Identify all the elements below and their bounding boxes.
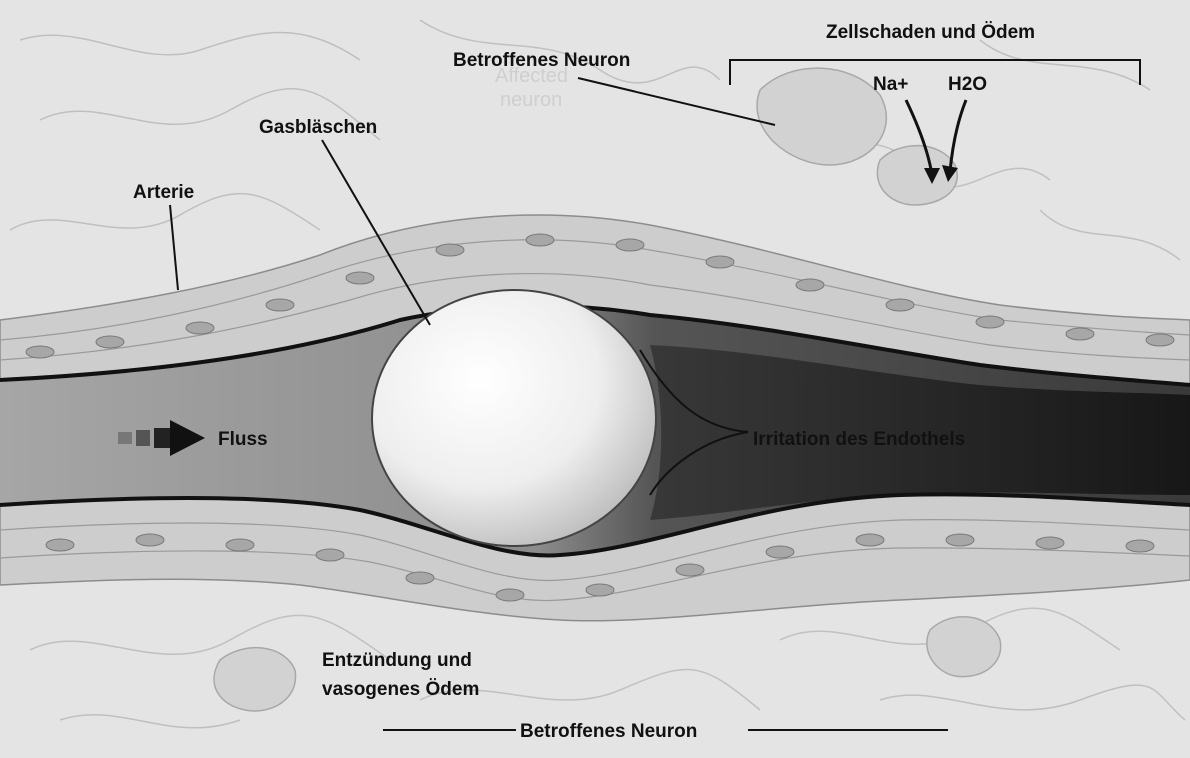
label-affected-neuron-top: Betroffenes Neuron xyxy=(453,50,630,71)
label-endothelial-irritation: Irritation des Endothels xyxy=(753,429,965,450)
ghost-text-neuron: neuron xyxy=(500,89,562,111)
label-cell-damage: Zellschaden und Ödem xyxy=(826,22,1035,43)
label-water: H2O xyxy=(948,74,987,95)
label-artery: Arterie xyxy=(133,182,194,203)
label-na-ion: Na+ xyxy=(873,74,908,95)
label-inflammation-line1: Entzündung und xyxy=(322,650,472,671)
label-affected-neuron-bottom: Betroffenes Neuron xyxy=(520,721,697,742)
label-flow: Fluss xyxy=(218,429,268,450)
gas-bubble xyxy=(372,290,656,546)
label-inflammation-line2: vasogenes Ödem xyxy=(322,679,479,700)
label-gas-bubble: Gasbläschen xyxy=(259,117,377,138)
